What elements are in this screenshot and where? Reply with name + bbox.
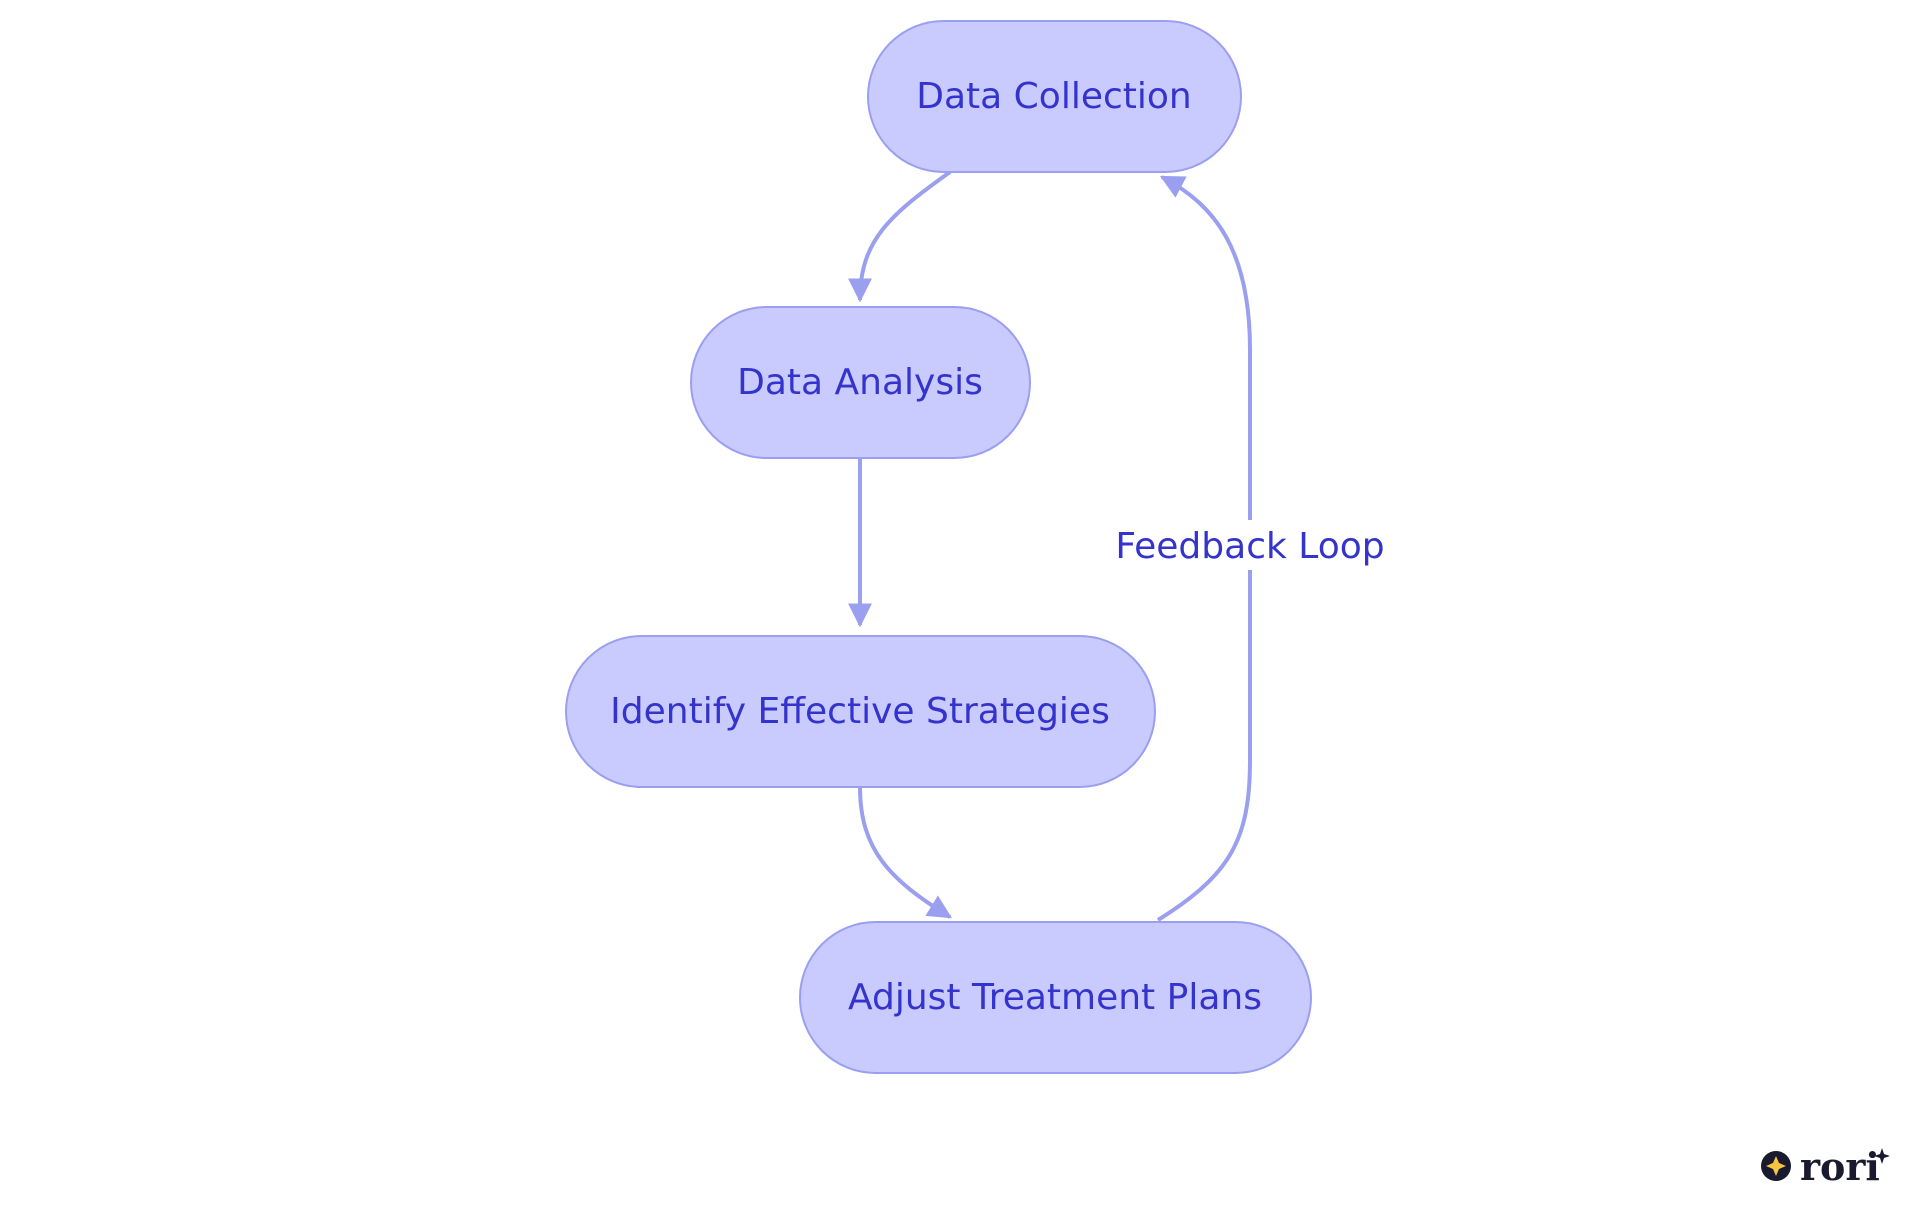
star-icon (1766, 1156, 1786, 1176)
node-label: Adjust Treatment Plans (848, 977, 1262, 1018)
node-label: Data Collection (916, 76, 1191, 117)
edge-label-background (1115, 520, 1385, 570)
logo-wordmark: rori (1800, 1144, 1880, 1189)
edges: Feedback Loop (848, 170, 1385, 922)
edge-collection-to-analysis (848, 170, 952, 303)
node-data-collection: Data Collection (867, 20, 1242, 173)
node-label: Data Analysis (737, 362, 983, 403)
edge-label-feedback-loop: Feedback Loop (1115, 526, 1384, 567)
edge-identify-to-adjust (858, 786, 953, 919)
node-identify-effective-strategies: Identify Effective Strategies (565, 635, 1156, 788)
node-data-analysis: Data Analysis (690, 306, 1031, 459)
rori-logo: rori (1761, 1144, 1890, 1189)
node-adjust-treatment-plans: Adjust Treatment Plans (799, 921, 1312, 1074)
sparkle-icon (1874, 1148, 1890, 1164)
node-label: Identify Effective Strategies (610, 691, 1110, 732)
